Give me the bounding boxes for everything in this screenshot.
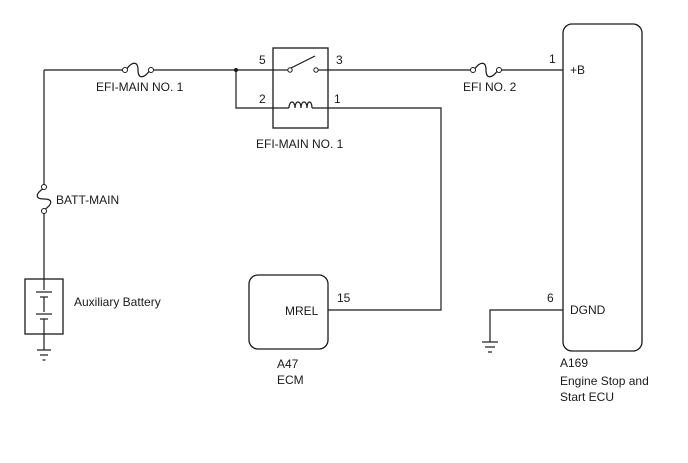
ground-icon-ecu [482, 341, 498, 353]
fuse-batt-main-label: BATT-MAIN [56, 193, 119, 207]
relay-body [272, 47, 329, 129]
ecm-box [248, 274, 329, 350]
ecu-name-line-2: Start ECU [560, 390, 614, 404]
battery-icon [24, 278, 64, 335]
ecm-name: ECM [277, 373, 304, 387]
ecu-terminal-plus-b: +B [570, 63, 585, 77]
fuse-efi-main-1-icon [122, 62, 154, 78]
relay-contact-b [313, 67, 319, 73]
fuse-efi-2-label: EFI NO. 2 [463, 80, 517, 94]
ecu-pin-6: 6 [547, 291, 554, 305]
fuse-efi-main-1-label: EFI-MAIN NO. 1 [96, 80, 184, 94]
fuse-efi-2-icon [470, 62, 502, 78]
relay-name-label: EFI-MAIN NO. 1 [256, 137, 344, 151]
wire-dgnd [489, 309, 563, 342]
engine-stop-start-ecu-box [562, 23, 643, 352]
ecm-connector-code: A47 [277, 357, 299, 371]
battery-label: Auxiliary Battery [74, 295, 161, 309]
ecu-name-line-1: Engine Stop and [560, 374, 649, 388]
relay-efi-main-1 [272, 47, 329, 129]
fuse-batt-main-icon [36, 184, 52, 214]
ecm-signal-mrel: MREL [285, 304, 319, 318]
relay-coil-icon [288, 101, 313, 109]
wires [43, 69, 563, 350]
wire-coil-to-mrel [328, 107, 442, 311]
relay-pin-2: 2 [259, 92, 266, 106]
ecu-terminal-dgnd: DGND [570, 303, 606, 317]
ecm-pin-15: 15 [337, 291, 351, 305]
ecu-pin-1: 1 [549, 52, 556, 66]
wire-coil-feed [235, 70, 273, 109]
relay-pin-3: 3 [336, 53, 343, 67]
ecu-connector-code: A169 [560, 356, 588, 370]
relay-contact-a [287, 67, 293, 73]
relay-switch-blade [290, 55, 316, 69]
relay-pin-5: 5 [259, 53, 266, 67]
relay-pin-1: 1 [334, 92, 341, 106]
junction-dot [234, 68, 238, 72]
ground-icon-battery [37, 349, 51, 361]
